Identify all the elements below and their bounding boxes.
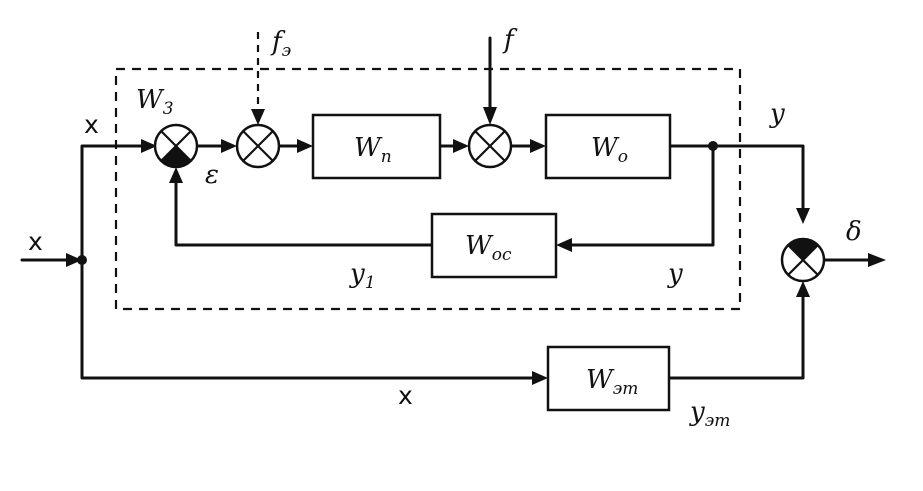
block-wet-subscript: эт [613, 379, 639, 399]
summing-junction-3 [467, 123, 513, 169]
block-wet: Wэт [546, 345, 671, 412]
svg-text:Wо: Wо [591, 133, 628, 167]
y1-label-main: y [349, 259, 365, 289]
block-wo-subscript: о [618, 147, 628, 167]
block-woc-subscript: ос [492, 245, 512, 265]
y-output-label: y [769, 99, 785, 129]
delta-label: δ [846, 217, 862, 247]
reference-output-line [667, 292, 805, 380]
feedback-y1-line [174, 178, 434, 247]
svg-text:Wос: Wос [465, 231, 512, 265]
disturbance-f-arrow [483, 107, 497, 125]
block-woc: Wос [430, 212, 558, 279]
w3-label: W3 [136, 85, 174, 119]
yet-label-subscript: эт [705, 411, 731, 431]
w3-label-main: W [136, 85, 165, 115]
y1-label-subscript: 1 [365, 273, 376, 293]
block-wet-label: W [586, 365, 615, 395]
block-wp-label: W [354, 133, 383, 163]
x-reference-label: x [398, 381, 413, 410]
x-to-reference-line [80, 258, 536, 380]
error-junction [780, 237, 826, 283]
output-y-line [668, 144, 805, 212]
summing-junction-2 [235, 123, 281, 169]
feedback-y-arrow [556, 238, 572, 252]
x-comparator-label: x [84, 110, 99, 139]
svg-text:Wп: Wп [354, 133, 392, 167]
x-to-comparator-line [80, 144, 148, 262]
comparator-junction [153, 123, 199, 169]
epsilon-label: ε [205, 160, 219, 190]
wp-to-sum3-arrow [453, 139, 469, 153]
sum2-to-wp-arrow [297, 139, 313, 153]
yet-label-main: y [689, 397, 705, 427]
block-woc-label: W [465, 231, 494, 261]
disturbance-f3-arrow [251, 109, 265, 125]
epsilon-arrow [221, 139, 237, 153]
block-wo-label: W [591, 133, 620, 163]
output-y-arrow [796, 208, 810, 224]
x-comparator-arrow [141, 139, 157, 153]
feedback-y1-arrow [169, 167, 183, 183]
y-feedback-label: y [667, 259, 683, 289]
block-wp: Wп [311, 113, 442, 180]
block-wp-subscript: п [381, 147, 392, 167]
f3-label-subscript: э [282, 41, 292, 61]
yet-label: yэт [689, 397, 730, 431]
svg-text:Wэт: Wэт [586, 365, 638, 399]
sum3-to-wo-arrow [530, 139, 546, 153]
y1-label: y1 [349, 259, 376, 293]
w3-label-subscript: 3 [163, 99, 174, 119]
feedback-y-line [568, 144, 715, 247]
x-input-label: x [28, 227, 43, 256]
delta-arrow [868, 253, 886, 267]
reference-output-arrow [796, 281, 810, 297]
x-reference-arrow [532, 371, 548, 385]
input-arrow [66, 253, 82, 267]
f-label: f [502, 25, 518, 55]
system-boundary [114, 67, 742, 311]
f3-label: fэ [270, 27, 291, 61]
block-wo: Wо [544, 113, 672, 180]
